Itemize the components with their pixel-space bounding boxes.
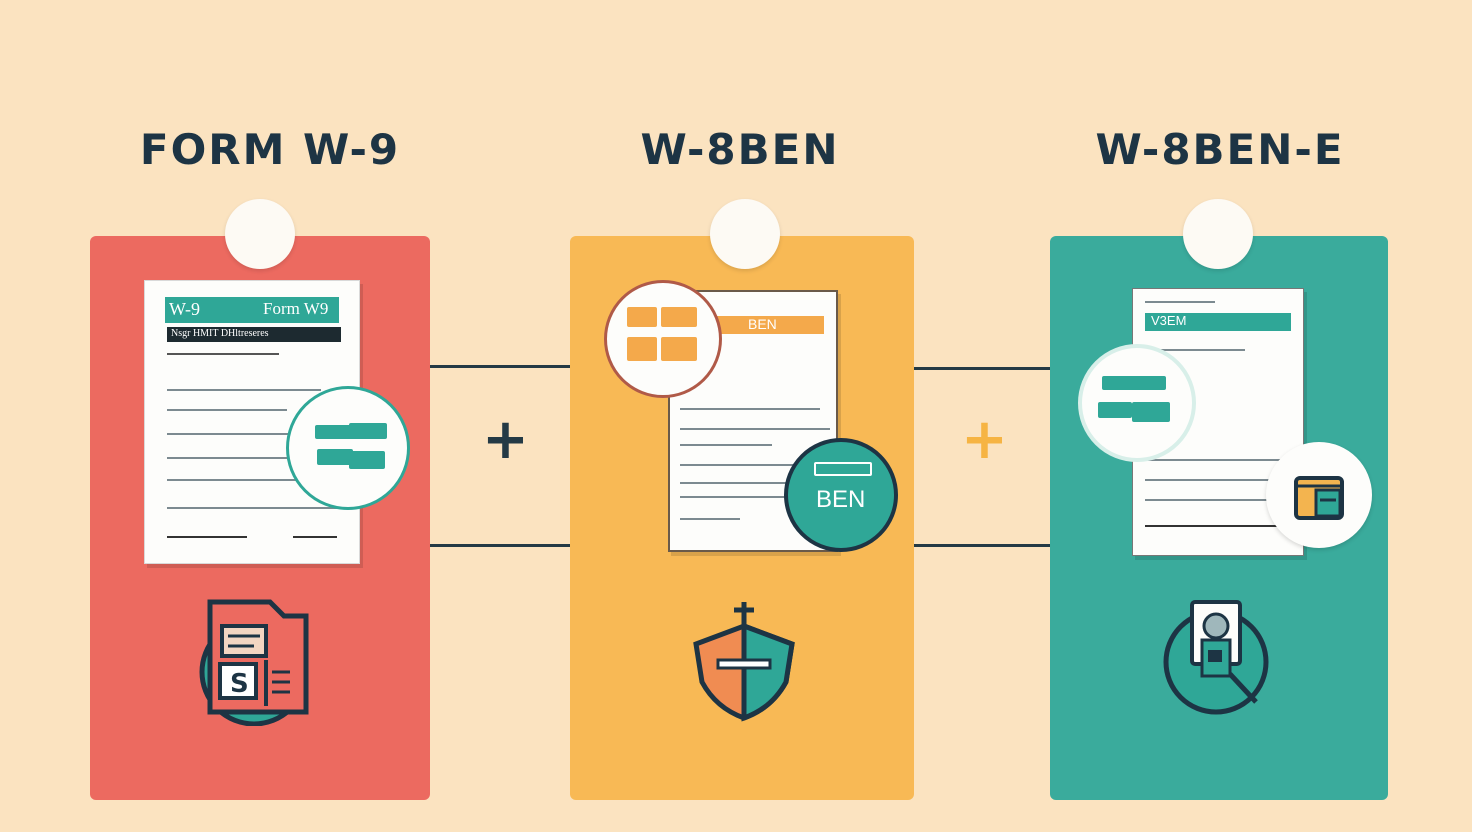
w9-doc-header: [165, 297, 339, 323]
doc-line: [1145, 301, 1215, 303]
box-badge: [1266, 442, 1372, 548]
doc-line: [680, 428, 830, 430]
connector-line-bottom-left: [430, 544, 572, 547]
connector-line-top-right: [913, 367, 1051, 370]
title-w8ben-e: W-8BEN-E: [1095, 125, 1345, 174]
doc-line: [167, 353, 279, 355]
magnifier-teal-tag: [349, 451, 385, 469]
doc-line: [1145, 349, 1245, 351]
magnifier-orange-tag: [627, 307, 657, 327]
box-icon: [1294, 476, 1344, 520]
title-form-w9: FORM W-9: [139, 125, 401, 174]
w9-doc-header-right: Form W9: [263, 299, 329, 318]
connector-line-top-left: [430, 365, 572, 368]
magnifier-orange-tag: [627, 337, 657, 361]
doc-line: [680, 518, 740, 520]
connector-line-bottom-right: [913, 544, 1051, 547]
doc-line: [167, 507, 341, 509]
person-document-icon: [1163, 600, 1269, 715]
card-pin-w8ben-e: [1183, 199, 1253, 269]
magnifier-orange-tag: [661, 337, 697, 361]
card-w8ben: BEN BEN: [570, 236, 914, 800]
doc-line: [167, 457, 287, 459]
w8ben-magnifier: [604, 280, 722, 398]
doc-line: [1145, 479, 1285, 481]
magnifier-teal-tag: [317, 449, 353, 465]
card-pin-w8ben: [710, 199, 780, 269]
magnifier-teal-tag: [1132, 402, 1170, 422]
svg-text:S: S: [230, 669, 249, 699]
doc-line: [680, 482, 798, 484]
w8bene-doc-header-text: V3EM: [1151, 313, 1187, 328]
doc-line: [167, 433, 337, 435]
doc-line: [167, 409, 287, 411]
card-pin-w9: [225, 199, 295, 269]
dollar-folder-icon: S: [199, 599, 309, 726]
magnifier-teal-tag: [349, 423, 387, 439]
card-w8ben-e: V3EM: [1050, 236, 1388, 800]
doc-line: [680, 464, 830, 466]
doc-line: [680, 496, 830, 498]
doc-line: [167, 536, 247, 538]
magnifier-teal-tag: [1102, 376, 1166, 390]
doc-line: [1145, 499, 1295, 501]
w8ben-doc-header-text: BEN: [748, 316, 777, 332]
doc-line: [167, 479, 341, 481]
shield-person-icon: [693, 602, 795, 722]
w9-magnifier: [286, 386, 410, 510]
card-form-w9: W-9 Form W9 Nsgr HMIT DHltreseres S: [90, 236, 430, 800]
ben-badge: BEN: [784, 438, 898, 552]
w9-doc-title-bar-text: Nsgr HMIT DHltreseres: [171, 328, 269, 339]
w8ben-doc-header: [710, 316, 824, 334]
doc-line: [293, 536, 337, 538]
title-w8ben: W-8BEN: [640, 125, 840, 174]
doc-line: [1145, 525, 1295, 527]
doc-line: [680, 444, 772, 446]
magnifier-teal-tag: [1098, 402, 1132, 418]
ben-badge-bar: [814, 462, 872, 476]
plus-icon-right: +: [961, 407, 1008, 472]
doc-line: [680, 408, 820, 410]
magnifier-orange-tag: [661, 307, 697, 327]
doc-line: [167, 389, 321, 391]
ben-badge-text: BEN: [816, 486, 866, 513]
magnifier-teal-tag: [315, 425, 357, 439]
w8bene-magnifier: [1078, 344, 1196, 462]
w9-doc-title-bar: [167, 327, 341, 342]
doc-line: [1145, 459, 1295, 461]
w8bene-doc-header: [1145, 313, 1291, 331]
w9-doc-header-left: W-9: [169, 299, 200, 319]
plus-icon-left: +: [482, 407, 529, 472]
